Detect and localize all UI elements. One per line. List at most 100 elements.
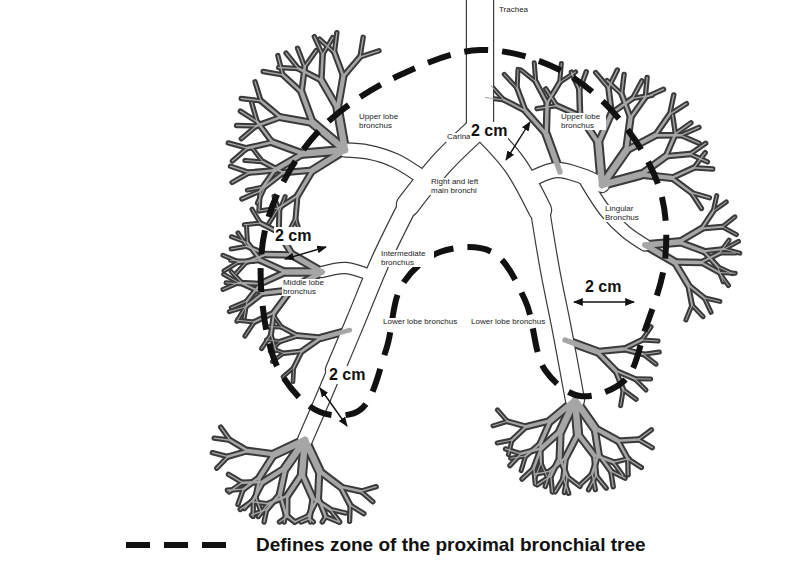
airway-lumen-segment xyxy=(672,178,692,193)
airway-lumen-segment xyxy=(302,338,321,351)
airway-lumen-segment xyxy=(627,459,629,475)
airway-wall xyxy=(679,242,704,251)
airway-lumen-segment xyxy=(675,123,690,134)
airway-lumen-segment xyxy=(618,440,639,441)
airway-lumen-segment xyxy=(231,260,247,262)
airway-lumen-segment xyxy=(247,187,265,190)
airway-lumen-segment xyxy=(361,491,373,502)
airway-wall xyxy=(491,86,504,100)
airway-lumen-segment xyxy=(493,421,508,426)
airway-wall xyxy=(618,441,628,459)
airway-lumen-segment xyxy=(594,455,596,476)
airway-wall xyxy=(686,305,692,320)
airway-lumen-segment xyxy=(630,97,645,118)
airway-wall xyxy=(704,298,711,313)
airway-lumen-segment xyxy=(638,440,652,448)
airway-lumen-segment xyxy=(282,327,298,336)
airway-wall xyxy=(321,80,337,108)
airway-wall xyxy=(536,82,547,104)
airway-lumen-segment xyxy=(541,463,547,477)
airway-lumen-segment xyxy=(247,254,266,261)
airway-lumen-segment xyxy=(621,390,624,406)
airway-lumen-segment xyxy=(318,471,319,497)
airway-wall xyxy=(280,336,297,342)
airway-lumen-segment xyxy=(321,330,350,338)
airway-wall xyxy=(643,354,656,364)
airway-wall xyxy=(551,457,560,476)
airway-lumen-segment xyxy=(704,298,720,302)
airway-lumen-segment xyxy=(299,69,322,81)
airway-lumen-segment xyxy=(228,474,242,482)
airway-wall xyxy=(260,454,274,476)
airway-lumen-segment xyxy=(638,430,651,440)
airway-lumen-segment xyxy=(681,135,699,143)
airway-wall xyxy=(493,421,508,426)
airway-lumen-segment xyxy=(221,427,230,440)
airway-lumen-segment xyxy=(622,94,631,118)
airway-wall xyxy=(283,368,294,377)
airway-lumen-segment xyxy=(535,463,540,477)
airway-lumen-segment xyxy=(491,86,504,100)
airway-lumen-segment xyxy=(241,98,261,100)
airway-lumen-segment xyxy=(596,476,606,489)
airway-wall xyxy=(245,322,254,336)
airway-lumen-segment xyxy=(623,390,636,400)
airway-lumen-segment xyxy=(217,457,228,469)
airway-wall xyxy=(228,474,242,482)
airway-wall xyxy=(722,217,735,227)
airway-lumen-segment xyxy=(547,82,560,103)
airway-lumen-segment xyxy=(691,192,701,208)
airway-wall xyxy=(623,390,636,400)
airway-lumen-segment xyxy=(719,253,735,254)
airway-lumen-segment xyxy=(260,260,286,272)
airway-wall xyxy=(722,227,736,235)
airway-wall xyxy=(361,487,376,492)
airway-lumen-segment xyxy=(597,352,616,371)
airway-wall xyxy=(692,305,703,317)
airway-lumen-segment xyxy=(248,451,274,454)
airway-wall xyxy=(674,262,688,285)
legend-line-sample xyxy=(124,538,242,552)
airway-wall xyxy=(535,463,540,477)
airway-lumen-segment xyxy=(322,517,325,522)
airway-wall xyxy=(597,349,623,352)
airway-lumen-segment xyxy=(286,53,299,69)
airway-lumen-segment xyxy=(598,143,602,185)
airway-wall xyxy=(343,57,360,76)
airway-lumen-segment xyxy=(719,272,735,274)
airway-lumen-segment xyxy=(319,471,340,487)
airway-lumen-segment xyxy=(578,434,594,455)
airway-lumen-segment xyxy=(645,77,647,97)
airway-lumen-segment xyxy=(287,474,302,496)
airway-lumen-segment xyxy=(231,237,247,243)
airway-lumen-segment xyxy=(666,154,690,156)
airway-wall xyxy=(541,463,547,477)
airway-lumen-segment xyxy=(259,191,260,211)
airway-lumen-segment xyxy=(305,51,316,67)
airway-wall xyxy=(673,115,676,134)
airway-wall xyxy=(645,245,674,262)
airway-lumen-segment xyxy=(252,148,263,162)
airway-wall xyxy=(272,142,303,153)
airway-wall xyxy=(321,55,322,81)
airway-outline xyxy=(212,0,739,522)
airway-lumen-segment xyxy=(214,438,230,440)
airway-lumen-segment xyxy=(722,227,736,235)
airway-wall xyxy=(318,471,319,497)
dimension-label: 2 cm xyxy=(584,278,622,296)
airway-lumen-segment xyxy=(343,57,360,76)
dashed-line-sample xyxy=(126,542,240,548)
airway-lumen-segment xyxy=(242,191,260,199)
airway-lumen-segment xyxy=(237,125,257,127)
airway-lumen-segment xyxy=(298,170,313,195)
airway-wall xyxy=(305,51,316,67)
airway-lumen-segment xyxy=(508,421,527,426)
airway-wall xyxy=(322,517,325,522)
airway-lumen-segment xyxy=(228,451,248,457)
airway-lumen-segment xyxy=(613,459,629,463)
airway-lumen-segment xyxy=(320,39,335,52)
airway-lumen-segment xyxy=(722,217,735,227)
airway-wall xyxy=(334,52,343,76)
airway-lumen xyxy=(212,0,739,522)
